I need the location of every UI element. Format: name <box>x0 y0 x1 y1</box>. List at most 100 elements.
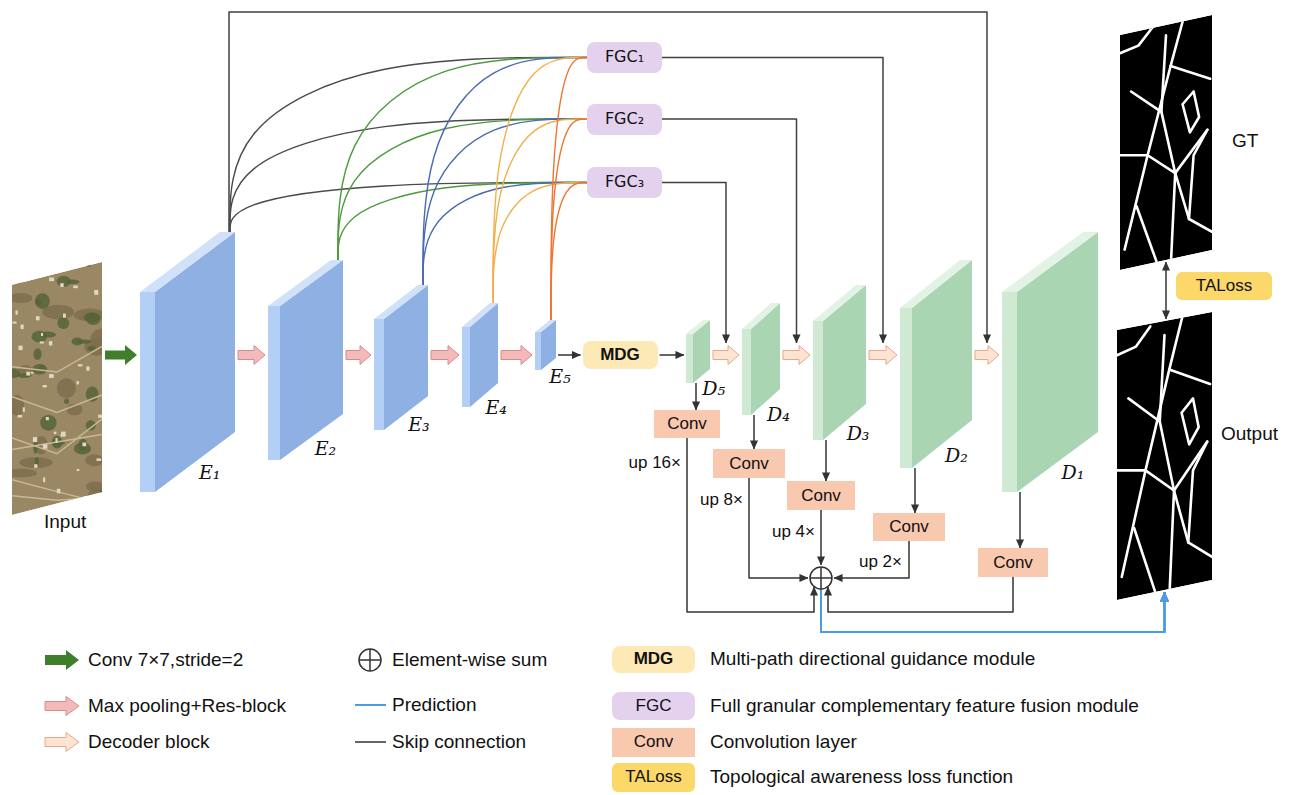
fusion-curve <box>493 119 587 305</box>
legend-text: Decoder block <box>88 731 209 752</box>
arrow-connector <box>915 468 916 513</box>
output-map: Output <box>1117 312 1212 600</box>
block-shape <box>535 320 556 370</box>
block-side <box>1002 292 1017 492</box>
box-text: Conv <box>993 553 1033 573</box>
label-holder: D₃ <box>847 423 870 445</box>
node-label: D₅ <box>702 378 725 400</box>
node-label: E₅ <box>549 366 571 388</box>
block-shape <box>462 303 498 407</box>
field-patch <box>86 481 102 491</box>
loss-box: TALoss <box>1176 272 1272 300</box>
prediction-line <box>821 589 1165 632</box>
label-holder: up 4× <box>771 521 816 543</box>
fusion-curve <box>493 58 587 306</box>
node-label: E₁ <box>199 462 221 484</box>
house <box>18 346 22 350</box>
fusion-curve <box>338 183 587 263</box>
block-arrow <box>431 346 459 365</box>
box-text: FGC₁ <box>605 48 644 66</box>
legend-row: Max pooling+Res-block <box>88 694 286 718</box>
road-line <box>1128 398 1174 600</box>
field-patch <box>57 378 76 398</box>
skip-connection <box>662 183 726 344</box>
image-content <box>12 262 102 515</box>
block-arrow <box>713 346 739 365</box>
label-holder: up 2× <box>858 551 903 573</box>
node-label: D₄ <box>767 404 790 426</box>
legend-swatch: Conv <box>612 728 695 757</box>
block-shape <box>374 285 428 430</box>
tree-patch <box>32 331 47 343</box>
node-label: GT <box>1232 130 1258 152</box>
road-line <box>1131 92 1175 271</box>
fusion-curve <box>423 183 587 288</box>
block-top <box>900 260 972 308</box>
conv-arrow <box>105 345 137 365</box>
box-text: FGC₂ <box>605 110 644 128</box>
house <box>49 374 53 377</box>
legend-swatch: FGC <box>612 692 695 720</box>
house <box>98 415 102 418</box>
legend-text: Max pooling+Res-block <box>88 695 286 716</box>
encoder-block: E₅ <box>535 320 556 370</box>
upsample-path <box>687 438 1165 632</box>
conv-layer: Conv <box>787 481 855 510</box>
arrow-line <box>1165 262 1167 319</box>
block-top <box>140 232 235 292</box>
decoder-block: D₅ <box>686 320 710 383</box>
field-patch <box>34 265 50 276</box>
box-text: TALoss <box>1196 276 1252 296</box>
fusion-curve <box>338 119 587 262</box>
prediction-line <box>821 589 1165 632</box>
legend-text: Conv 7×7,stride=2 <box>88 649 243 670</box>
legend-row: Multi-path directional guidance module <box>710 647 1035 671</box>
fusion-curve <box>551 58 587 323</box>
road-line <box>1174 491 1212 557</box>
label-holder: Output <box>1221 423 1278 445</box>
label-holder: D₁ <box>1062 462 1085 484</box>
decoder-block: D₄ <box>742 303 780 415</box>
upsample-path <box>821 541 1165 632</box>
fgc-module: FGC₁ <box>587 42 662 73</box>
road-line <box>1161 35 1166 112</box>
fusion-curve <box>230 58 587 235</box>
arrow-line <box>825 440 827 481</box>
arrow-line <box>914 468 916 513</box>
block-side <box>535 332 541 370</box>
prediction-line <box>821 589 1165 632</box>
upsample-path <box>749 478 1165 632</box>
road-line <box>1188 442 1207 543</box>
house <box>46 417 49 420</box>
edge-label: up 4× <box>771 522 816 541</box>
node-label: D₁ <box>1062 462 1085 484</box>
house <box>43 444 48 449</box>
node-label: E₂ <box>315 438 337 460</box>
legend-sample-text: TALoss <box>625 767 681 787</box>
house <box>78 364 83 366</box>
house <box>30 275 34 277</box>
sum-sample <box>359 649 381 671</box>
pool-arrow-sample <box>45 697 79 716</box>
image-content <box>1117 312 1212 600</box>
encoder-block: E₃ <box>374 285 428 430</box>
road-line <box>1134 528 1155 591</box>
field-patch <box>12 469 37 478</box>
house <box>96 513 98 515</box>
tree-patch <box>86 313 101 325</box>
label-holder: E₅ <box>549 366 571 388</box>
fusion-curve <box>230 58 587 235</box>
legend-sample-text: MDG <box>634 649 674 669</box>
block-shape <box>1002 232 1098 492</box>
box-text: Conv <box>889 517 929 537</box>
conv-arrow-sample <box>45 650 79 670</box>
road-line <box>1182 398 1199 444</box>
legend-samples <box>45 649 386 752</box>
node-label: Output <box>1221 423 1278 445</box>
tree-patch <box>40 415 56 431</box>
tree-patch <box>12 369 20 378</box>
legend-text: Full granular complementary feature fusi… <box>710 695 1139 716</box>
road-line <box>1125 15 1185 250</box>
connector-layer <box>105 12 1166 632</box>
